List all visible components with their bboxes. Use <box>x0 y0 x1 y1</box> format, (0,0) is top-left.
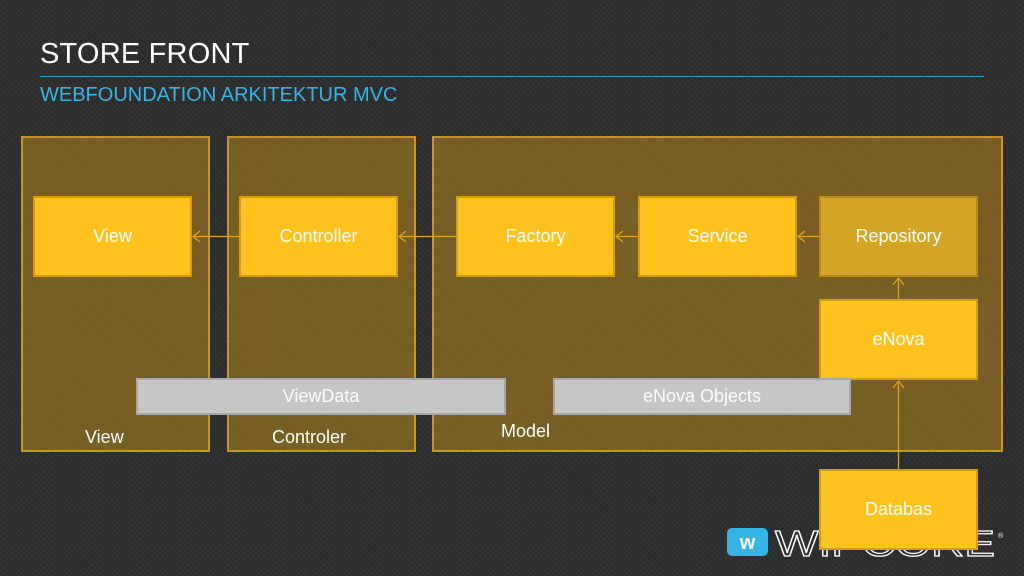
enova-component-label: eNova <box>872 329 925 349</box>
service-component-label: Service <box>687 226 748 246</box>
viewdata-bar: ViewData <box>136 378 506 415</box>
service-component: Service <box>638 196 797 277</box>
repository-component: Repository <box>819 196 978 277</box>
databas-component-label: Databas <box>864 499 933 519</box>
view-component: View <box>33 196 192 277</box>
arrow-databas-to-enova <box>892 379 905 469</box>
page-subtitle: WEBFOUNDATION ARKITEKTUR MVC <box>40 84 398 106</box>
arrow-factory-to-controller <box>397 230 456 243</box>
title-divider <box>40 76 984 77</box>
arrow-controller-to-view <box>191 230 239 243</box>
controller-component-label: Controller <box>279 226 358 246</box>
repository-component-label: Repository <box>855 226 942 246</box>
controller-layer-label: Controler <box>272 427 347 447</box>
enova-objects-bar: eNova Objects <box>553 378 851 415</box>
controller-component: Controller <box>239 196 398 277</box>
enova-component: eNova <box>819 299 978 380</box>
arrow-service-to-factory <box>614 230 638 243</box>
viewdata-bar-label: ViewData <box>282 386 360 406</box>
factory-component: Factory <box>456 196 615 277</box>
model-layer-label: Model <box>501 421 551 441</box>
databas-component: Databas <box>819 469 978 550</box>
enova-objects-bar-label: eNova Objects <box>642 386 762 406</box>
logo-registered-mark: ® <box>998 532 1004 540</box>
page-title: STORE FRONT <box>40 38 250 70</box>
logo-badge-letter: w <box>739 532 756 554</box>
arrow-repository-to-service <box>796 230 819 243</box>
wipcore-logo-icon <box>727 528 768 556</box>
arrow-enova-to-repository <box>892 276 905 299</box>
factory-component-label: Factory <box>505 226 566 246</box>
view-layer-label: View <box>85 427 124 447</box>
view-component-label: View <box>93 226 132 246</box>
